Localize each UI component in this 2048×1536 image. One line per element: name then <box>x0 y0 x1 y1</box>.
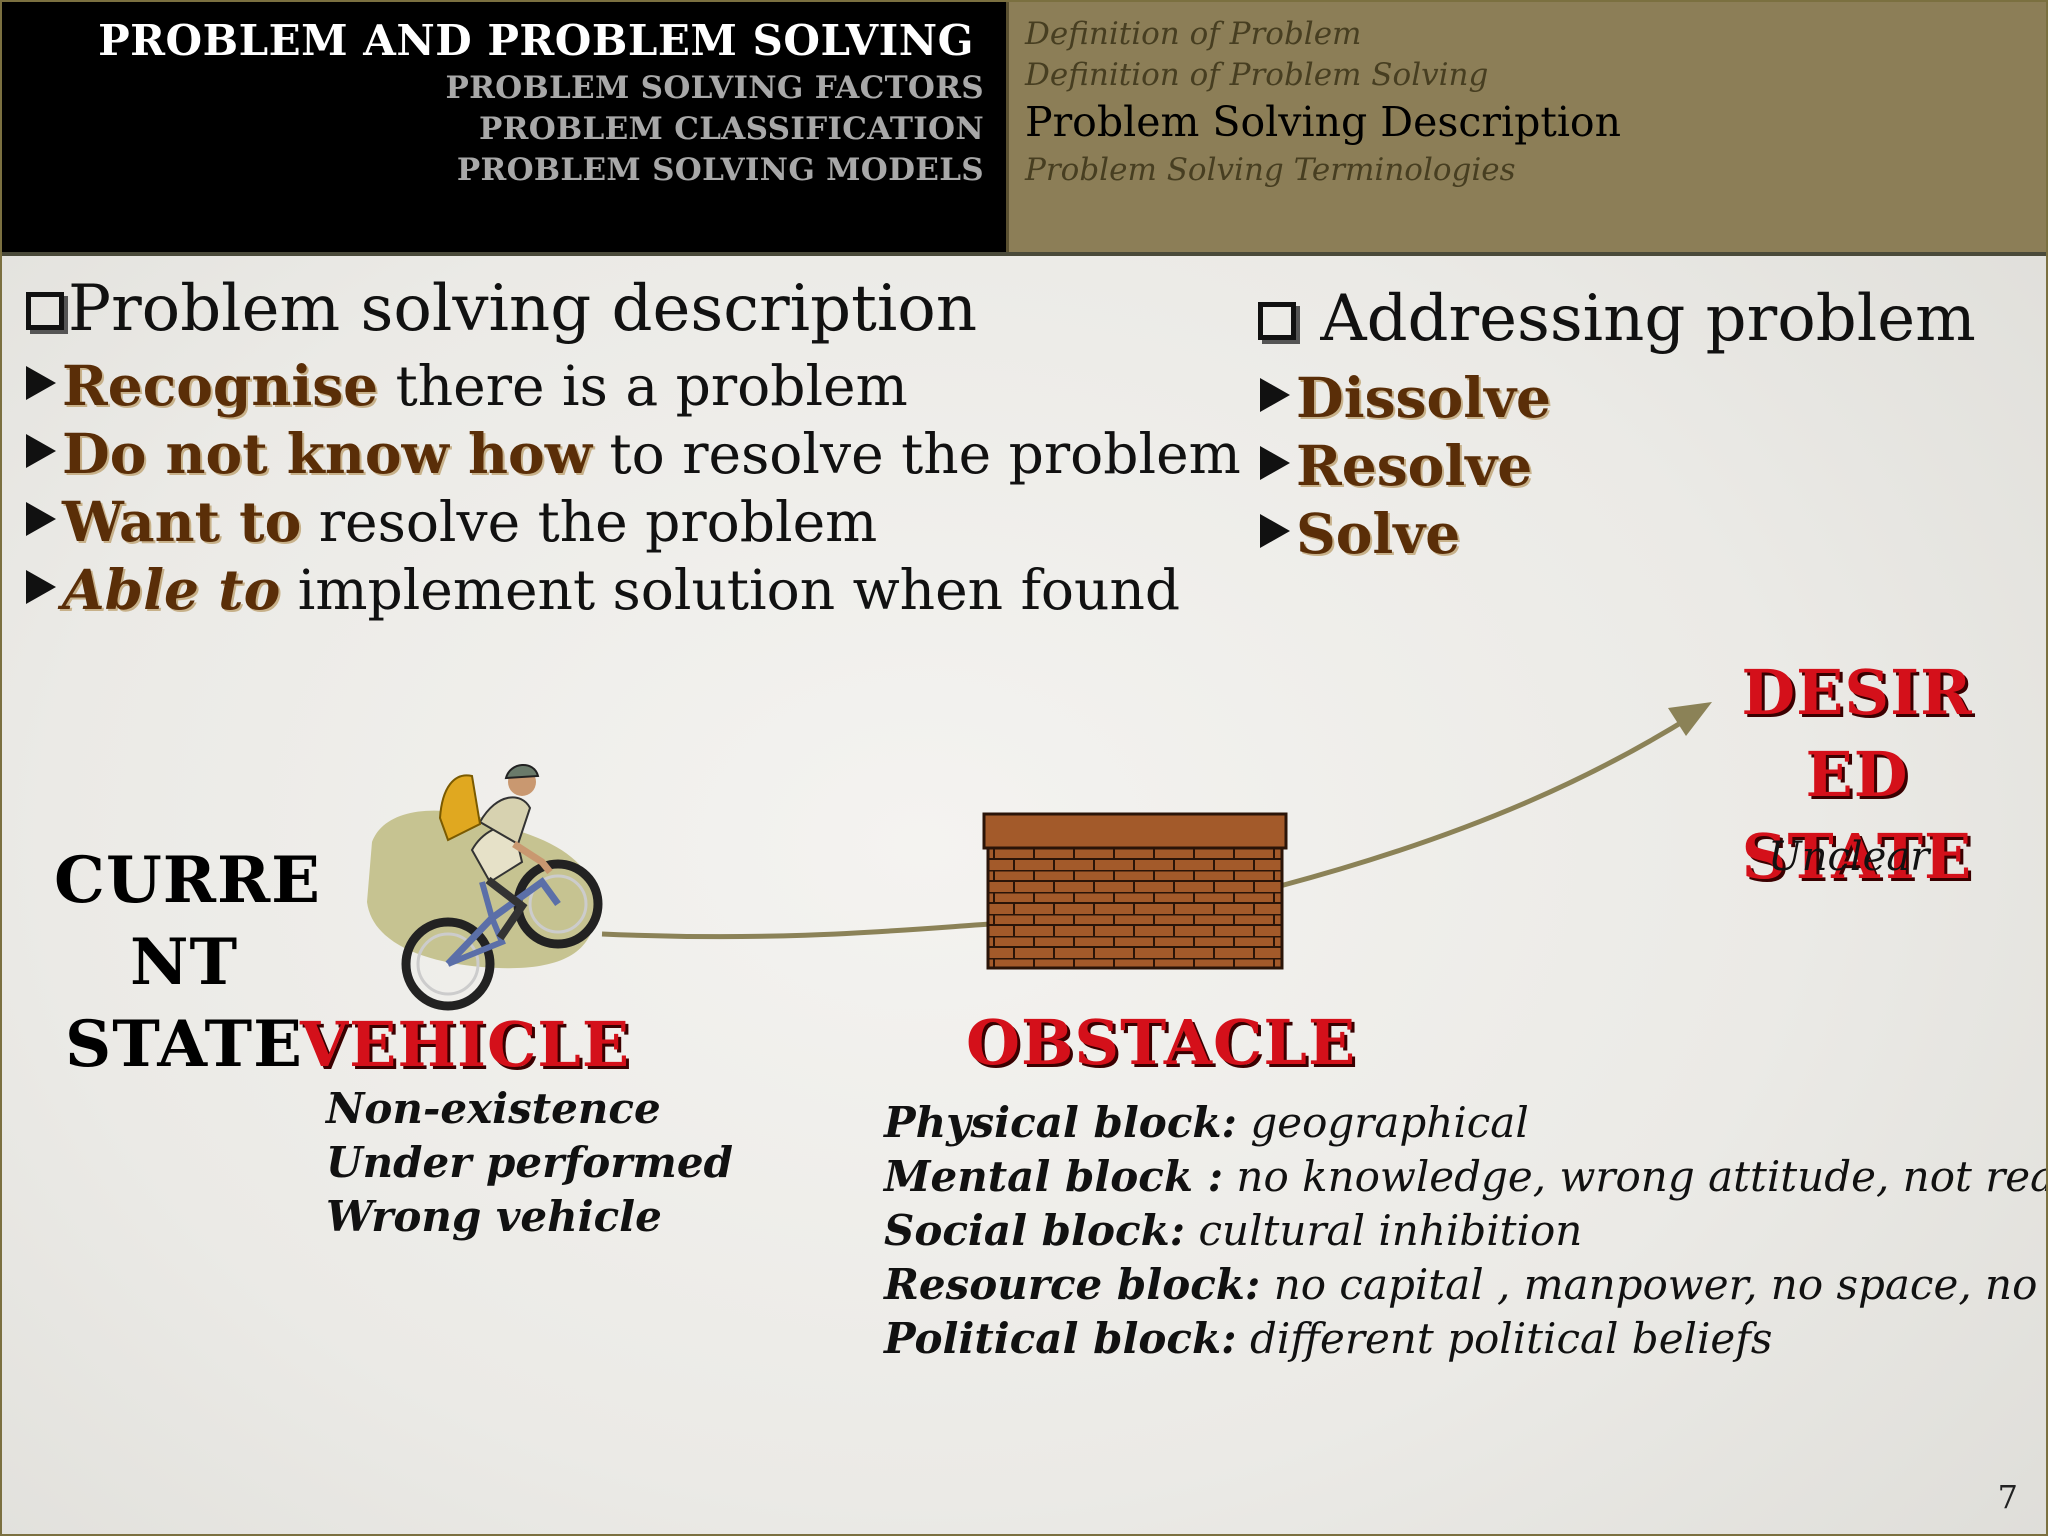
bullet-emphasis: Recognise <box>62 353 379 418</box>
obstacle-list: Physical block: geographical Mental bloc… <box>884 1096 2048 1366</box>
obstacle-desc: no knowledge, wrong attitude, not ready <box>1223 1152 2048 1201</box>
obstacle-name: Physical block: <box>884 1098 1238 1147</box>
nav-panel-right: Definition of Problem Definition of Prob… <box>1006 2 2046 252</box>
arrow-bullet-icon <box>26 502 56 536</box>
obstacle-desc: cultural inhibition <box>1185 1206 1583 1255</box>
obstacle-name: Resource block: <box>884 1260 1261 1309</box>
nav-subsection-description[interactable]: Problem Solving Description <box>1025 98 1622 146</box>
arrow-bullet-icon <box>26 434 56 468</box>
nav-section-factors[interactable]: PROBLEM SOLVING FACTORS <box>445 70 984 106</box>
left-bullet-2: Do not know how to resolve the problem <box>26 420 1241 488</box>
current-state-line: STATE <box>65 1007 303 1082</box>
current-state-label: CURRE NT STATE <box>54 840 321 1086</box>
bullet-text: resolve the problem <box>301 490 878 554</box>
vehicle-item: Wrong vehicle <box>326 1192 662 1241</box>
left-heading: Problem solving description <box>26 272 977 346</box>
arrow-bullet-icon <box>26 570 56 604</box>
obstacle-name: Mental block : <box>884 1152 1224 1201</box>
right-heading-text: Addressing problem <box>1320 282 1976 356</box>
right-bullet-list: Dissolve Resolve Solve <box>1260 364 1551 568</box>
unclear-label: Unclear <box>1768 834 1930 880</box>
nav-subsection-definition-problem-solving[interactable]: Definition of Problem Solving <box>1025 57 1489 93</box>
left-bullet-list: Recognise there is a problem Do not know… <box>26 352 1241 624</box>
bullet-emphasis: Able to <box>62 557 281 622</box>
left-bullet-1: Recognise there is a problem <box>26 352 1241 420</box>
obstacle-name: Political block: <box>884 1314 1237 1363</box>
obstacle-item: Resource block: no capital , manpower, n… <box>884 1258 2046 1312</box>
desired-state-line: ED <box>1805 738 1909 811</box>
brick-wall-icon <box>982 812 1288 970</box>
bullet-text: to resolve the problem <box>592 422 1241 486</box>
bullet-emphasis: Solve <box>1296 501 1461 566</box>
checkbox-bullet-icon <box>26 292 64 330</box>
bullet-emphasis: Resolve <box>1296 433 1533 498</box>
arrow-bullet-icon <box>1260 446 1290 480</box>
vehicle-item: Under performed <box>326 1138 733 1187</box>
arrow-bullet-icon <box>1260 378 1290 412</box>
checkbox-bullet-icon <box>1258 302 1296 340</box>
bullet-text: there is a problem <box>378 354 908 418</box>
path-line-to-desired <box>1279 713 1694 889</box>
desired-state-line: STATE <box>1741 820 1973 893</box>
nav-section-classification[interactable]: PROBLEM CLASSIFICATION <box>479 111 984 147</box>
path-line-to-obstacle <box>601 921 991 940</box>
obstacle-label: OBSTACLE <box>966 1006 1357 1079</box>
current-state-line: NT <box>129 925 239 1000</box>
obstacle-item: Political block: different political bel… <box>884 1312 2046 1366</box>
nav-title[interactable]: PROBLEM AND PROBLEM SOLVING <box>98 16 974 65</box>
current-state-line: CURRE <box>54 843 321 918</box>
nav-subsection-definition-problem[interactable]: Definition of Problem <box>1025 16 1362 52</box>
right-heading: Addressing problem <box>1258 282 1976 356</box>
obstacle-desc: no capital , manpower, no space, no time <box>1273 1260 2046 1309</box>
bullet-text: implement solution when found <box>280 558 1181 622</box>
arrow-bullet-icon <box>1260 514 1290 548</box>
desired-state-line: DESIR <box>1741 656 1973 729</box>
vehicle-item: Non-existence <box>326 1084 661 1133</box>
obstacle-desc: geographical <box>1237 1098 1529 1147</box>
cyclist-icon <box>367 764 603 1011</box>
nav-section-models[interactable]: PROBLEM SOLVING MODELS <box>456 152 984 188</box>
page-number: 7 <box>1997 1478 2018 1516</box>
arrow-head-icon <box>1668 702 1712 736</box>
nav-subsection-terminologies[interactable]: Problem Solving Terminologies <box>1025 152 1516 188</box>
bullet-emphasis: Want to <box>62 489 302 554</box>
bullet-emphasis: Do not know how <box>62 421 593 486</box>
nav-panel-left: PROBLEM AND PROBLEM SOLVING PROBLEM SOLV… <box>2 2 1006 252</box>
right-bullet-resolve: Resolve <box>1260 432 1551 500</box>
vehicle-list: Non-existence Under performed Wrong vehi… <box>326 1082 733 1244</box>
obstacle-desc: different political beliefs <box>1236 1314 1773 1363</box>
obstacle-name: Social block: <box>884 1206 1186 1255</box>
right-bullet-solve: Solve <box>1260 500 1551 568</box>
header-divider <box>2 252 2046 256</box>
obstacle-item: Physical block: geographical <box>884 1096 2046 1150</box>
left-bullet-3: Want to resolve the problem <box>26 488 1241 556</box>
bullet-emphasis: Dissolve <box>1296 365 1552 430</box>
obstacle-item: Mental block : no knowledge, wrong attit… <box>884 1150 2048 1204</box>
left-bullet-4: Able to implement solution when found <box>26 556 1241 624</box>
left-heading-text: Problem solving description <box>68 272 978 346</box>
obstacle-item: Social block: cultural inhibition <box>884 1204 2046 1258</box>
arrow-bullet-icon <box>26 366 56 400</box>
right-bullet-dissolve: Dissolve <box>1260 364 1551 432</box>
desired-state-label: DESIR ED STATE <box>1720 652 1994 898</box>
vehicle-label: VEHICLE <box>300 1008 631 1081</box>
